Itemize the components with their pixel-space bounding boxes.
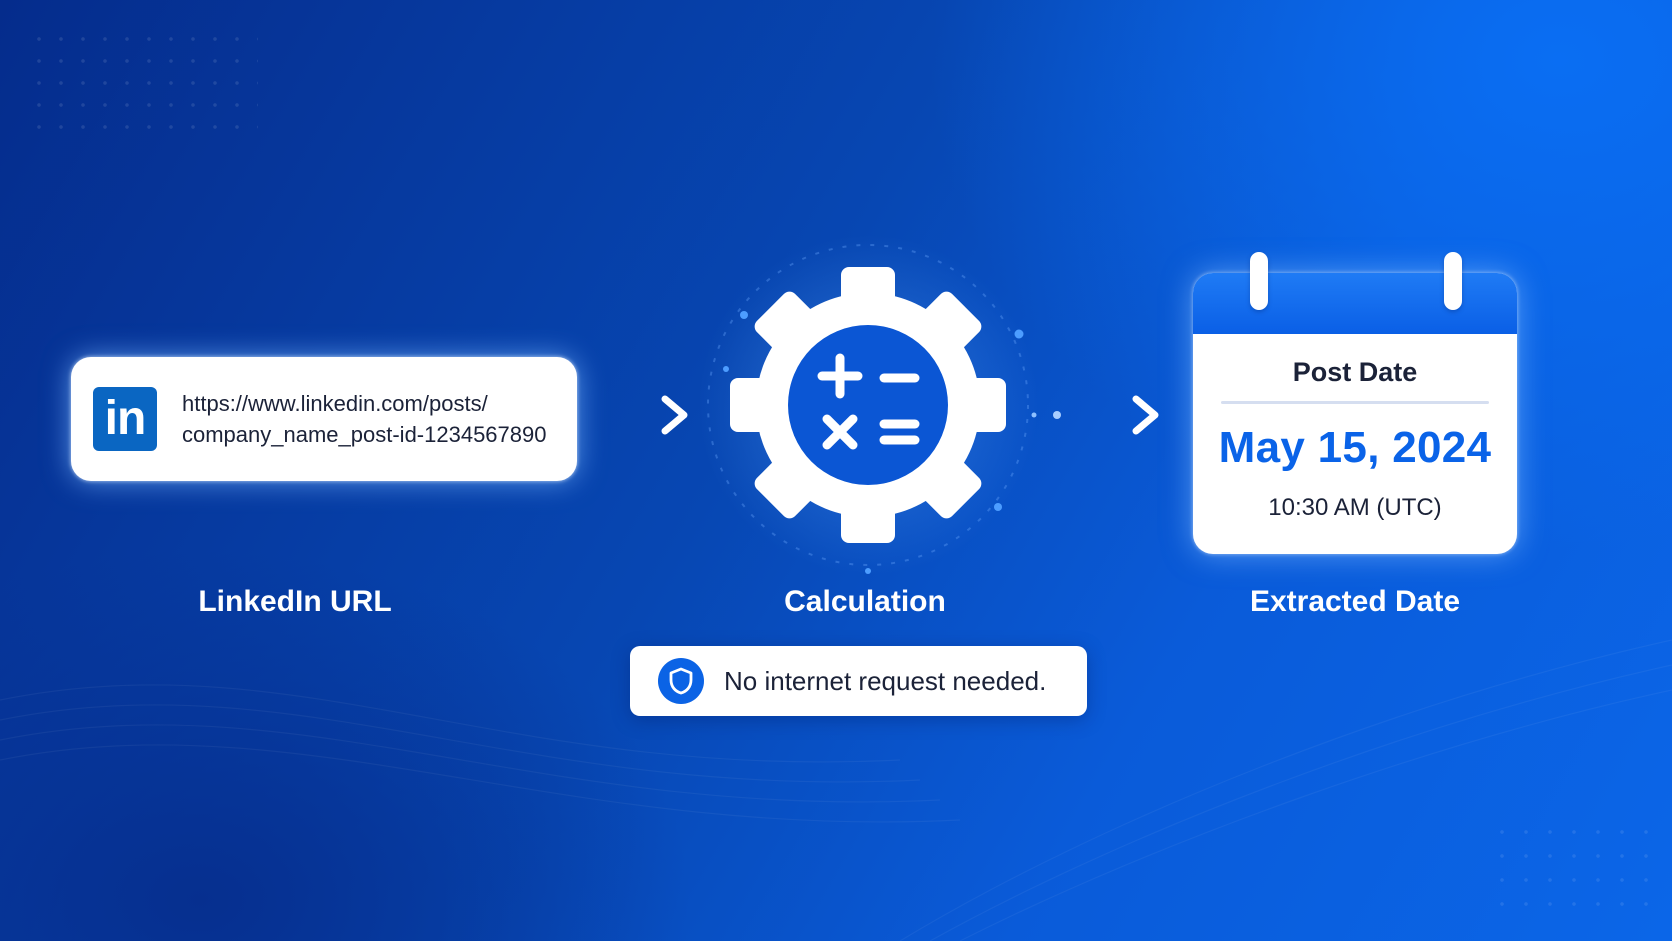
note-text: No internet request needed. [724,665,1047,696]
calculation-gear [698,227,1040,581]
gear-icon [698,235,1038,575]
linkedin-url-text: https://www.linkedin.com/posts/ company_… [182,388,546,450]
extracted-date-value: May 15, 2024 [1218,423,1492,472]
linkedin-logo-icon: in [93,387,157,451]
extracted-date-label: Extracted Date [1249,585,1461,618]
decorative-dot-grid-bottom-right [1490,820,1650,920]
calculation-label: Calculation [784,585,946,618]
calendar-header [1193,273,1517,334]
linkedin-url-card: in https://www.linkedin.com/posts/ compa… [71,357,577,481]
url-line-1: https://www.linkedin.com/posts/ [182,391,488,416]
calendar-divider [1221,401,1489,404]
arrow-right-icon [588,395,688,435]
calendar-ring-right [1444,252,1462,310]
extracted-time-value: 10:30 AM (UTC) [1268,494,1442,521]
linkedin-url-label: LinkedIn URL [198,585,392,618]
shield-icon [658,658,704,704]
extracted-date-calendar-card: Post Date May 15, 2024 10:30 AM (UTC) [1193,273,1517,554]
arrow-right-icon [1031,395,1159,435]
url-line-2: company_name_post-id-1234567890 [182,422,547,447]
calendar-ring-left [1250,252,1268,310]
no-internet-note: No internet request needed. [630,646,1087,716]
decorative-dot-grid-top-left [28,28,258,138]
post-date-title: Post Date [1292,357,1418,387]
